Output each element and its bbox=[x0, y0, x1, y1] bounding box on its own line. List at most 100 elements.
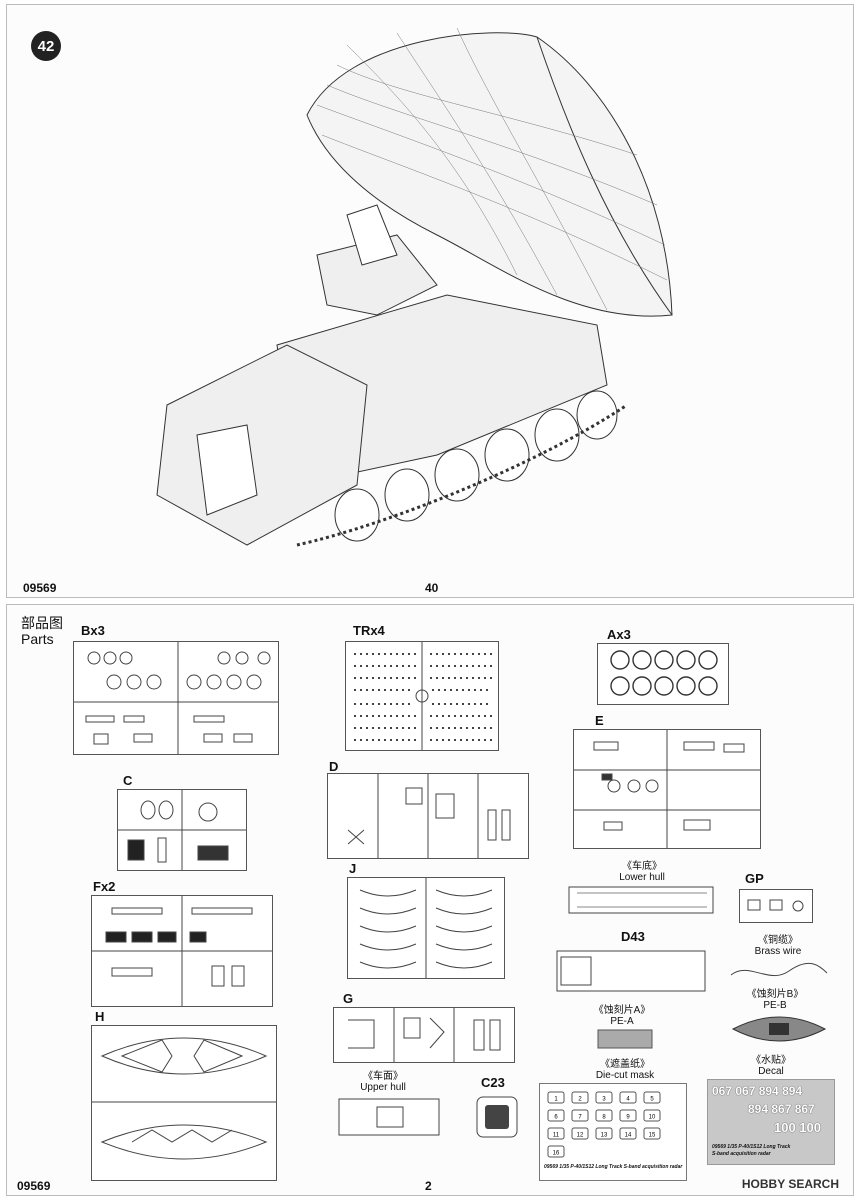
sprue-label-d: D bbox=[329, 759, 339, 774]
sprue-b bbox=[73, 641, 279, 755]
mask-cell-number: 5 bbox=[650, 1097, 654, 1103]
decal-caption-en: Decal bbox=[758, 1066, 784, 1077]
sprue-label-gp: GP bbox=[745, 871, 764, 886]
die-cut-mask-caption-en: Die-cut mask bbox=[595, 1070, 655, 1081]
lower-hull-part bbox=[568, 886, 714, 914]
mask-cell bbox=[571, 1091, 589, 1104]
pe-b-caption: 《蚀刻片B》 PE-B bbox=[735, 989, 815, 1011]
mask-cell-number: 12 bbox=[577, 1133, 584, 1139]
decal-row-2: 894 867 867 bbox=[748, 1102, 815, 1116]
pe-a-caption-cn: 《蚀刻片A》 bbox=[593, 1005, 651, 1016]
sprue-label-f: Fx2 bbox=[93, 879, 116, 894]
mask-cell bbox=[547, 1127, 565, 1140]
sprue-gp bbox=[739, 889, 813, 923]
sprue-e-parts bbox=[574, 730, 760, 848]
sprue-d-parts bbox=[347, 774, 511, 858]
mask-cell-number: 6 bbox=[554, 1115, 558, 1121]
radar-vehicle-drawing bbox=[156, 27, 673, 547]
mask-cell-number: 15 bbox=[649, 1133, 656, 1139]
step-number-badge: 42 bbox=[31, 31, 61, 61]
watermark: HOBBY SEARCH bbox=[741, 1177, 839, 1191]
pe-b-caption-cn: 《蚀刻片B》 bbox=[746, 989, 804, 1000]
decal-footer-1: 09569 1/35 P-40/1S12 Long Track bbox=[712, 1144, 791, 1150]
d43-part bbox=[556, 950, 706, 992]
parts-title: 部品图 Parts bbox=[21, 615, 63, 647]
upper-hull-part bbox=[338, 1098, 440, 1136]
decal-row-1: 067 067 894 894 bbox=[712, 1084, 803, 1098]
mask-cell-number: 9 bbox=[626, 1115, 630, 1121]
die-cut-mask-caption-cn: 《遮盖纸》 bbox=[600, 1059, 650, 1070]
mask-cell bbox=[571, 1109, 589, 1122]
sprue-c-parts bbox=[118, 790, 246, 870]
sprue-j bbox=[347, 877, 505, 979]
pe-a-caption-en: PE-A bbox=[610, 1016, 634, 1027]
page-number: 2 bbox=[425, 1179, 432, 1193]
parts-title-en: Parts bbox=[21, 631, 54, 647]
upper-hull-caption: 《车面》 Upper hull bbox=[343, 1071, 423, 1093]
sprue-tr bbox=[345, 641, 499, 751]
decal-sheet: 067 067 894 894 894 867 867 100 100 0956… bbox=[707, 1079, 835, 1165]
sprue-g-parts bbox=[348, 1008, 501, 1062]
brass-wire-caption-en: Brass wire bbox=[754, 946, 802, 957]
page-number: 40 bbox=[425, 581, 439, 595]
sprue-label-a: Ax3 bbox=[607, 627, 631, 642]
mask-cell-number: 13 bbox=[601, 1133, 608, 1139]
brass-wire-part bbox=[730, 962, 828, 977]
decal-row-3: 100 100 bbox=[774, 1120, 821, 1135]
c23-part bbox=[476, 1096, 518, 1138]
sprue-label-e: E bbox=[595, 713, 604, 728]
mask-cell bbox=[643, 1127, 661, 1140]
sprue-gp-parts bbox=[747, 899, 804, 912]
product-code: 09569 bbox=[17, 1179, 51, 1193]
sprue-f bbox=[91, 895, 273, 1007]
decal-caption-cn: 《水贴》 bbox=[751, 1055, 791, 1066]
pe-b-caption-en: PE-B bbox=[763, 1000, 787, 1011]
lower-hull-caption: 《车底》 Lower hull bbox=[587, 861, 697, 883]
sprue-a-parts bbox=[610, 650, 718, 696]
mask-cell-number: 14 bbox=[625, 1133, 632, 1139]
parts-page: 部品图 Parts Bx3 TRx4 bbox=[6, 604, 854, 1196]
brass-wire-caption: 《铜缆》 Brass wire bbox=[733, 935, 823, 957]
upper-hull-caption-en: Upper hull bbox=[360, 1082, 406, 1093]
lower-hull-caption-cn: 《车底》 bbox=[622, 861, 662, 872]
mask-cell-number: 4 bbox=[626, 1097, 630, 1103]
decal-footer-2: S-band acquisition radar bbox=[712, 1151, 771, 1157]
mask-cell-number: 11 bbox=[553, 1133, 560, 1139]
instruction-page-top: 42 bbox=[6, 4, 854, 598]
mask-cell bbox=[595, 1091, 613, 1104]
decal-caption: 《水贴》 Decal bbox=[731, 1055, 811, 1077]
die-cut-mask-caption: 《遮盖纸》 Die-cut mask bbox=[577, 1059, 673, 1081]
mask-cell bbox=[547, 1091, 565, 1104]
mask-cell bbox=[619, 1091, 637, 1104]
mask-cell-number: 16 bbox=[553, 1151, 560, 1157]
mask-cell bbox=[643, 1091, 661, 1104]
mask-cell-number: 8 bbox=[602, 1115, 606, 1121]
sprue-c bbox=[117, 789, 247, 871]
sprue-f-parts bbox=[92, 896, 272, 1006]
mask-cell bbox=[619, 1109, 637, 1122]
sprue-label-c: C bbox=[123, 773, 133, 788]
mask-cell-number: 1 bbox=[554, 1097, 558, 1103]
mask-cell bbox=[643, 1109, 661, 1122]
sprue-b-parts bbox=[74, 642, 278, 754]
product-code: 09569 bbox=[23, 581, 57, 595]
sprue-h-parts bbox=[92, 1037, 276, 1160]
mask-cell bbox=[595, 1127, 613, 1140]
sprue-label-h: H bbox=[95, 1009, 105, 1024]
upper-hull-caption-cn: 《车面》 bbox=[363, 1071, 403, 1082]
sprue-j-parts bbox=[359, 878, 493, 978]
sprue-a bbox=[597, 643, 729, 705]
sprue-label-tr: TRx4 bbox=[353, 623, 385, 638]
pe-a-caption: 《蚀刻片A》 PE-A bbox=[587, 1005, 657, 1027]
brass-wire-caption-cn: 《铜缆》 bbox=[758, 935, 798, 946]
lower-hull-caption-en: Lower hull bbox=[619, 872, 665, 883]
pe-a-part bbox=[597, 1029, 653, 1049]
sprue-tr-parts bbox=[354, 642, 492, 750]
sprue-label-j: J bbox=[349, 861, 357, 876]
sprue-e bbox=[573, 729, 761, 849]
mask-cell bbox=[595, 1109, 613, 1122]
die-cut-mask-footer: 09569 1/35 P-40/1S12 Long Track S-band a… bbox=[544, 1164, 683, 1170]
mask-cell bbox=[547, 1109, 565, 1122]
